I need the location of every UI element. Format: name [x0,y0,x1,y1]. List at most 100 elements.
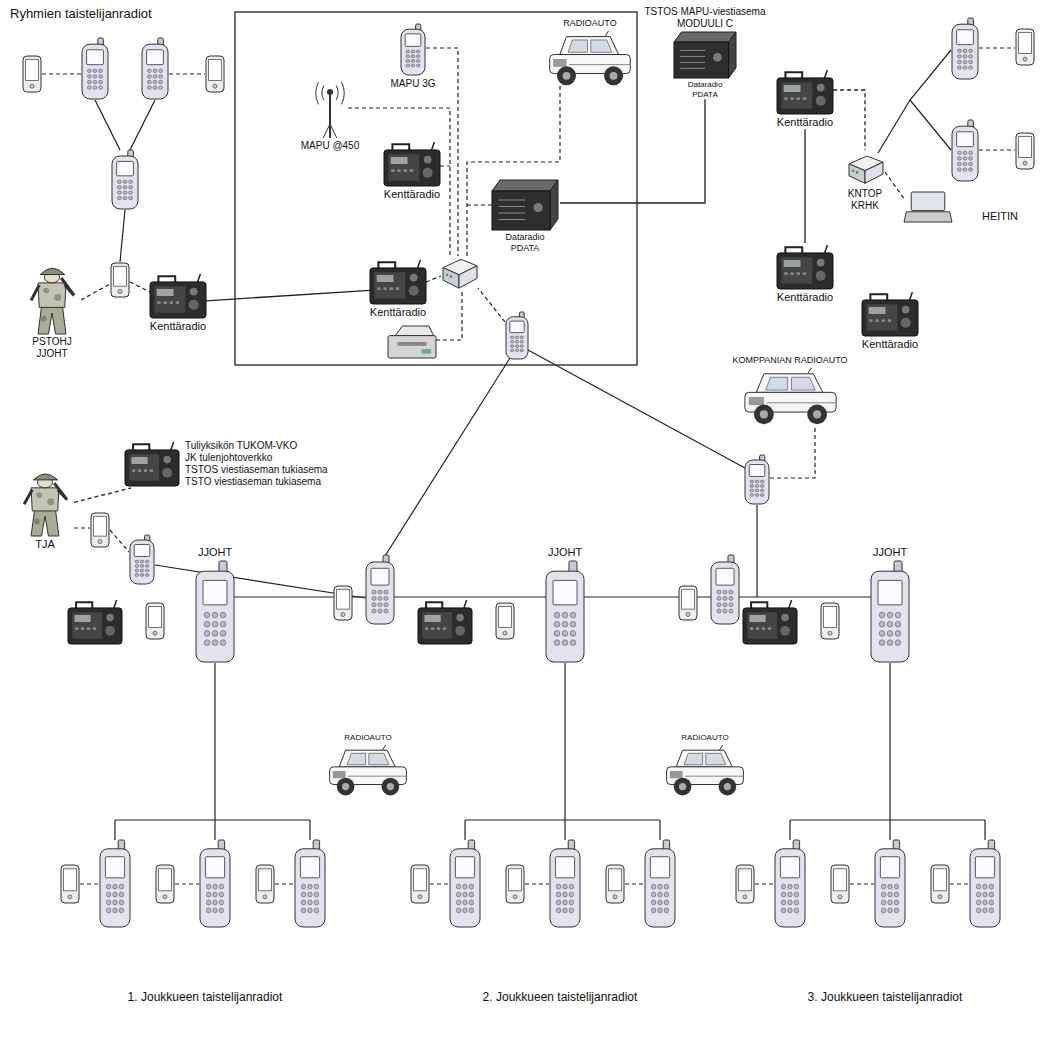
link-line [756,505,757,597]
device-label: Tuliyksikön TUKOM-VKO [185,440,328,452]
pda-icon [156,865,174,903]
pda-icon [23,56,41,92]
device-node: Dataradio PDATA [490,178,560,254]
free-label: HEITIN [982,210,1018,223]
connector [74,488,131,502]
handset-icon [142,38,168,99]
device-icon [384,142,440,186]
device-node: Kenttäradio [150,272,206,333]
link-line [110,530,129,552]
pda-icon [91,513,109,547]
device-icon [674,32,736,78]
link-line [979,47,1015,48]
device-icon [23,264,81,334]
handset-icon [295,840,325,927]
device-node: RADIOAUTO [328,733,408,799]
device-icon [400,24,426,76]
handset-icon [112,150,138,209]
device-node: Kenttäradio [384,140,440,201]
link-line [130,100,155,150]
link-line [478,288,505,322]
router-icon [443,259,477,288]
link-line [789,820,790,840]
device-label: Kenttäradio [777,116,833,129]
link-line [130,282,150,292]
device-icon [862,292,918,336]
printer-icon [388,326,436,358]
radio-icon [68,600,122,644]
device-node: RADIOAUTO [548,18,632,89]
link-line [950,883,969,884]
link-line [309,820,310,840]
free-label: 2. Joukkueen taistelijanradiot [483,990,638,1004]
radio-icon [743,600,797,644]
link-line [878,50,951,153]
device-icon [16,470,74,536]
device-node: TJA [16,468,74,551]
pda-icon [736,865,754,903]
device-node: Kenttäradio [777,243,833,304]
handset-icon [550,840,580,927]
device-label: Kenttäradio [777,291,833,304]
link-line [214,663,215,840]
device-node: MAPU @450 [301,80,360,152]
free-label: 1. Joukkueen taistelijanradiot [128,990,283,1004]
handset-icon [130,535,154,584]
device-icon [195,561,235,663]
link-line [348,108,450,256]
link-line [885,172,905,200]
link-line [467,204,492,205]
device-label: JJOHT [548,546,582,559]
handset-icon [366,555,394,624]
link-line [74,527,90,528]
device-label: PSTOHJ JJOHT [26,336,78,360]
pda-icon [1016,133,1034,169]
device-icon [845,152,885,186]
device-label: Kenttäradio [862,338,918,351]
link-line [275,883,294,884]
pda-icon [831,865,849,903]
device-label: JJOHT [873,546,907,559]
link-line [465,819,660,820]
device-icon [743,368,838,426]
device-node: KNTOP KRHK [842,150,888,212]
device-label: TSTOS MAPU-viestiasema MODUULI C [640,6,770,30]
handset-icon [952,18,978,79]
link-line [850,883,874,884]
handset-icon [875,840,905,927]
device-node: JJOHT [195,546,235,665]
device-label: Dataradio PDATA [490,232,560,254]
device-label: TSTO viestiaseman tukiasema [185,476,328,488]
device-label: KOMPPANIAN RADIOAUTO [732,355,847,366]
device-icon [328,745,408,797]
connector [833,90,865,150]
device-label: KNTOP KRHK [842,188,888,212]
device-icon [150,274,206,318]
link-line [385,358,510,556]
device-node: Tuliyksikön TUKOM-VKOJK tulenjohtoverkko… [125,440,328,488]
device-icon [777,70,833,114]
link-line [464,820,465,840]
device-label: MAPU @450 [301,140,360,152]
link-line [984,820,985,840]
link-line [889,663,890,840]
pda-icon [111,263,129,297]
link-line [120,210,125,262]
pda-icon [256,865,274,903]
device-icon [665,745,745,797]
device-label: Dataradio PDATA [675,80,735,99]
pda-icon [1016,29,1034,65]
pda-icon [506,865,524,903]
pda-icon [679,586,697,620]
link-line [910,100,951,150]
device-icon [777,245,833,289]
device-label: Kenttäradio [150,320,206,333]
device-label: RADIOAUTO [681,733,728,743]
link-line [95,100,120,150]
device-node: JJOHT [545,546,585,665]
device-label: TSTOS viestiaseman tukiasema [185,464,328,476]
device-node: RADIOAUTO [665,733,745,799]
device-icon [370,260,426,304]
device-node: Kenttäradio [862,290,918,351]
